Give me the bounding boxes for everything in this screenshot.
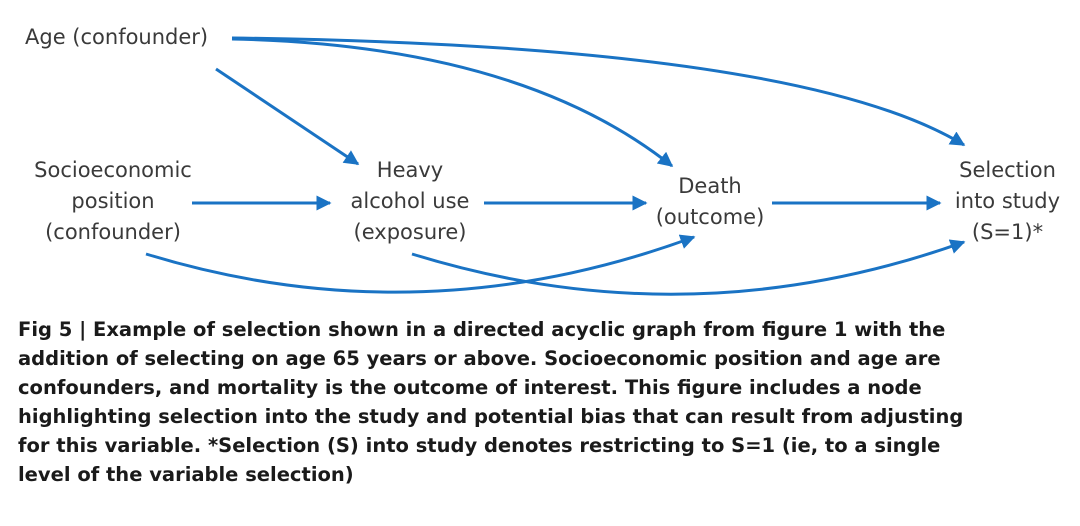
node-death-line-1: Death: [678, 174, 742, 198]
edge-age-to-death: [231, 37, 674, 168]
caption-line: level of the variable selection): [18, 463, 354, 486]
edge-socioeconomic-to-death: [145, 234, 696, 294]
node-socioeconomic-line-2: position: [71, 189, 155, 213]
node-age-label: Age (confounder): [25, 25, 209, 49]
caption-line: for this variable. *Selection (S) into s…: [18, 434, 941, 457]
figure-caption: Fig 5 | Example of selection shown in a …: [18, 315, 1068, 489]
edge-age-to-selection: [231, 36, 966, 147]
node-selection-line-1: Selection: [959, 158, 1056, 182]
node-alcohol-line-2: alcohol use: [350, 189, 470, 213]
node-alcohol-line-1: Heavy: [376, 158, 444, 182]
node-age: Age (confounder): [25, 22, 208, 53]
edge-age-to-alcohol: [215, 67, 360, 166]
node-socioeconomic-line-1: Socioeconomic: [34, 158, 192, 182]
node-socioeconomic-line-3: (confounder): [45, 220, 181, 244]
node-death-line-2: (outcome): [655, 205, 765, 229]
node-selection-line-3: (S=1)*: [971, 220, 1044, 244]
node-alcohol-line-3: (exposure): [353, 220, 467, 244]
node-death: Death (outcome): [645, 171, 775, 233]
dag-edges: [145, 36, 966, 296]
caption-line: confounders, and mortality is the outcom…: [18, 376, 922, 399]
node-socioeconomic-position: Socioeconomic position (confounder): [18, 155, 208, 248]
caption-line: addition of selecting on age 65 years or…: [18, 347, 941, 370]
caption-line: highlighting selection into the study an…: [18, 405, 964, 428]
node-selection-line-2: into study: [954, 189, 1061, 213]
caption-line: Fig 5 | Example of selection shown in a …: [18, 318, 946, 341]
node-heavy-alcohol-use: Heavy alcohol use (exposure): [335, 155, 485, 248]
node-selection-into-study: Selection into study (S=1)*: [940, 155, 1075, 248]
edge-alcohol-to-selection: [411, 239, 966, 296]
dag-diagram: Age (confounder) Socioeconomic position …: [18, 22, 1075, 296]
